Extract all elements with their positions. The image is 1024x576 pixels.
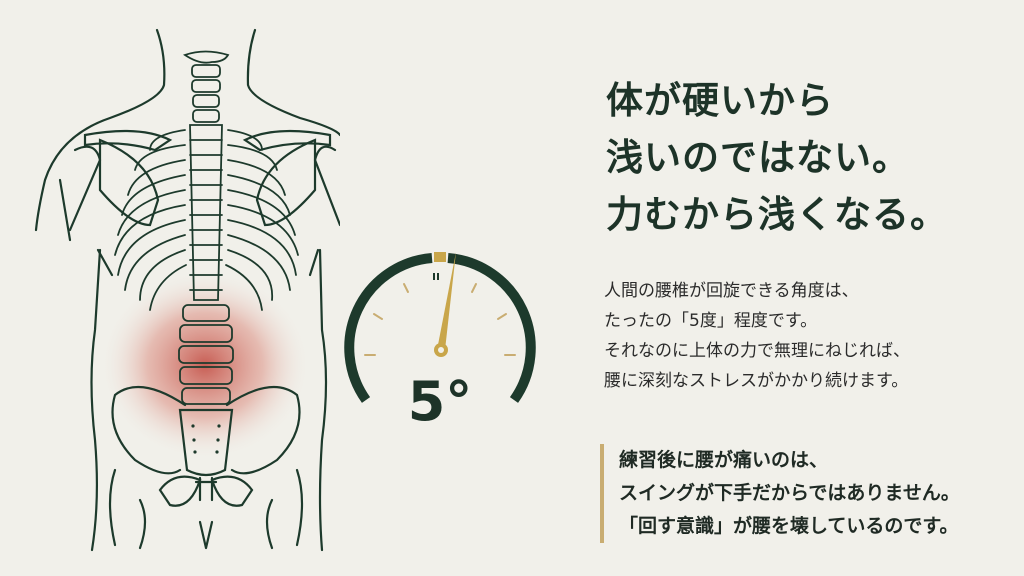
body-line-3: それなのに上体の力で無理にねじれば、 <box>604 341 910 361</box>
headline-line-1: 体が硬いから <box>606 78 834 122</box>
callout-quote: 練習後に腰が痛いのは、 スイングが下手だからではありません。 「回す意識」が腰を… <box>600 444 960 543</box>
pain-highlight <box>100 270 310 460</box>
gauge-needle <box>437 252 456 350</box>
body-line-1: 人間の腰椎が回旋できる角度は、 <box>604 281 859 301</box>
headline-line-3: 力むから浅くなる。 <box>606 192 948 236</box>
headline-line-2: 浅いのではない。 <box>606 135 910 179</box>
callout-line-2: スイングが下手だからではありません。 <box>619 482 960 504</box>
body-line-4: 腰に深刻なストレスがかかり続けます。 <box>604 371 909 391</box>
callout-line-3: 「回す意識」が腰を壊しているのです。 <box>619 515 959 537</box>
gauge-arc <box>344 253 433 403</box>
rotation-angle-gauge: 5° <box>344 252 536 430</box>
headline: 体が硬いから 浅いのではない。 力むから浅くなる。 <box>606 72 948 243</box>
callout-line-1: 練習後に腰が痛いのは、 <box>619 449 829 471</box>
gauge-value: 5° <box>408 370 473 430</box>
body-line-2: たったの「5度」程度です。 <box>604 311 818 331</box>
body-paragraph: 人間の腰椎が回旋できる角度は、 たったの「5度」程度です。 それなのに上体の力で… <box>604 276 910 396</box>
skeleton-illustration <box>34 28 340 552</box>
